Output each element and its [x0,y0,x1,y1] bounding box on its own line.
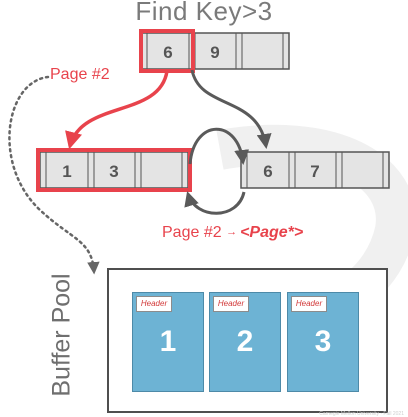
translation-arrow-icon: → [226,226,238,238]
leaf-left-key-1: 1 [62,162,71,181]
leaf-left-highlight [36,148,192,192]
translation-source: Page #2 [162,224,227,241]
arrow-root-to-right-leaf [190,69,272,149]
arrow-sibling-left-to-right [188,127,250,165]
buffer-page-1: Header 1 [132,292,204,392]
page-number: 2 [236,325,254,358]
buffer-pool-label: Buffer Pool [47,273,76,397]
arrow-root-to-left-leaf [65,70,169,150]
page-translation-label: Page #2 →<Page*> [162,224,303,242]
arrow-sibling-right-to-left [184,191,246,215]
root-key-1: 6 [163,43,172,62]
buffer-page-2: Header 2 [209,292,281,392]
root-key-2: 9 [210,43,219,62]
page-number: 1 [159,325,177,358]
page-header: Header [136,296,172,312]
page-header: Header [291,296,327,312]
leaf-node-left: 1 3 [39,151,189,189]
page-id-label: Page #2 [50,66,110,83]
leaf-right-key-2: 7 [310,162,319,181]
page-header: Header [213,296,249,312]
diagram-title: Find Key>3 [135,0,273,26]
page-number: 3 [314,325,332,358]
leaf-right-key-1: 6 [263,162,272,181]
root-node: 6 9 [140,32,290,70]
translation-target: <Page*> [240,224,304,241]
leaf-left-key-2: 3 [109,162,118,181]
leaf-node-right: 6 7 [240,151,390,189]
footer-text: Carnegie Mellon University · Fall 2021 [319,411,404,417]
arrow-page-to-buffer-pool [8,75,100,275]
buffer-page-3: Header 3 [287,292,359,392]
